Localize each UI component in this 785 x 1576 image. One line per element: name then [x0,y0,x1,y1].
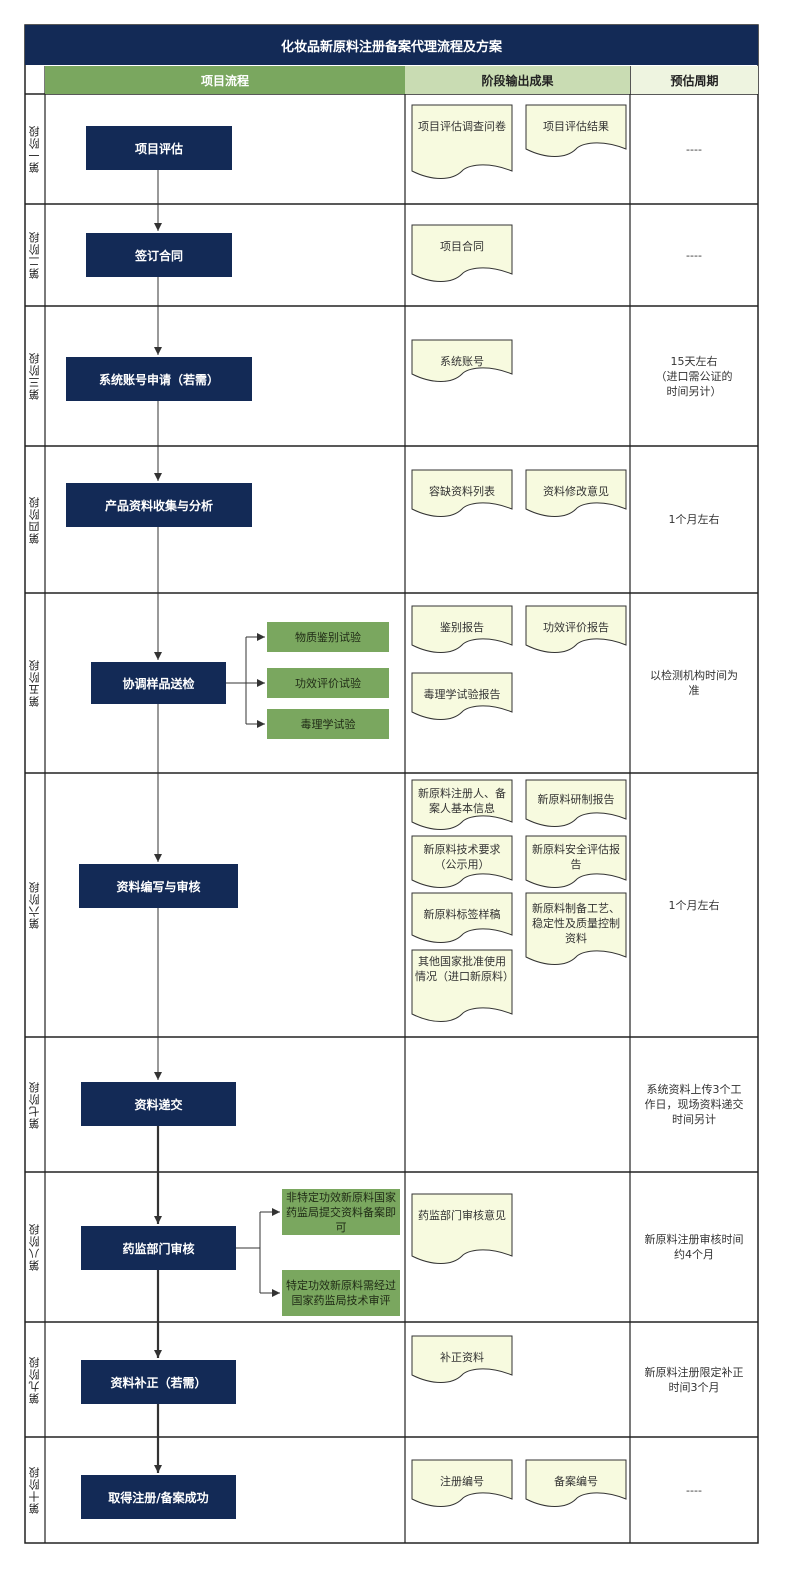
phase-label: 第七阶段 [25,1037,45,1172]
step-label: 药监部门审核 [81,1226,236,1270]
output-document [525,892,627,965]
period-value: 系统资料上传3个工 作日，现场资料递交 时间另计 [644,1083,744,1126]
output-document [411,779,513,830]
phase-label: 第六阶段 [25,773,45,1037]
period-text: 以检测机构时间为 准 [631,593,757,773]
phase-label-text: 第十阶段 [28,1466,41,1514]
period-value: 新原料注册限定补正 时间3个月 [644,1365,744,1394]
branch-label: 特定功效新原料需经过国家药监局技术审评 [282,1270,400,1316]
output-document [411,1335,513,1383]
period-text: 15天左右 （进口需公证的 时间另计） [631,306,757,446]
output-document-label: 新原料注册人、备案人基本信息 [418,787,506,815]
period-text: ---- [631,204,757,306]
output-document [411,1193,513,1264]
output-document [411,892,513,943]
phase-label: 第四阶段 [25,446,45,593]
phase-label: 第十阶段 [25,1437,45,1543]
output-document [525,605,627,653]
output-document [411,339,513,382]
period-text: 1个月左右 [631,773,757,1037]
header-output: 阶段输出成果 [405,66,630,94]
step-label: 协调样品送检 [91,662,226,704]
output-document [525,835,627,888]
output-document-label: 项目评估调查问卷 [418,120,506,133]
output-document-label: 项目评估结果 [543,120,609,133]
phase-label: 第五阶段 [25,593,45,773]
phase-label: 第三阶段 [25,306,45,446]
phase-label-text: 第三阶段 [28,352,41,400]
output-document-label: 新原料制备工艺、稳定性及质量控制资料 [532,902,620,945]
output-document [525,469,627,517]
period-text: 系统资料上传3个工 作日，现场资料递交 时间另计 [631,1037,757,1172]
output-document-label: 注册编号 [440,1475,484,1488]
phase-label: 第一阶段 [25,94,45,204]
output-document-label: 新原料研制报告 [537,793,615,806]
period-text: 新原料注册审核时间 约4个月 [631,1172,757,1322]
period-value: 以检测机构时间为 准 [650,669,738,697]
step-label: 资料编写与审核 [79,864,238,908]
period-text: 1个月左右 [631,446,757,593]
phase-label-text: 第一阶段 [28,125,41,173]
output-document-label: 备案编号 [554,1475,598,1488]
output-document [525,1459,627,1507]
output-document [411,469,513,517]
output-document-label: 药监部门审核意见 [418,1209,506,1222]
step-label: 签订合同 [86,233,232,277]
period-value: ---- [686,1483,702,1497]
output-document-label: 功效评价报告 [543,621,609,634]
page-title: 化妆品新原料注册备案代理流程及方案 [25,25,758,65]
output-document [411,1459,513,1507]
output-document-label: 资料修改意见 [543,485,609,498]
output-document [411,949,513,1022]
output-document [411,835,513,888]
step-label: 取得注册/备案成功 [81,1475,236,1519]
output-document-label: 系统账号 [440,355,484,368]
branch-label: 功效评价试验 [267,668,389,698]
period-value: ---- [686,248,702,262]
output-document-label: 新原料标签样稿 [423,908,501,921]
phase-label-text: 第八阶段 [28,1223,41,1271]
phase-label-text: 第二阶段 [28,231,41,279]
period-value: 1个月左右 [668,898,720,912]
step-label: 系统账号申请（若需） [66,357,252,401]
output-document-label: 新原料技术要求（公示用） [423,843,501,871]
period-value: 15天左右 （进口需公证的 时间另计） [655,354,733,398]
output-document-label: 其他国家批准使用情况（进口新原料） [415,955,514,983]
output-document-label: 鉴别报告 [440,621,484,634]
period-text: ---- [631,1437,757,1543]
output-document-label: 补正资料 [440,1351,484,1364]
period-text: 新原料注册限定补正 时间3个月 [631,1322,757,1437]
output-document [411,224,513,282]
period-value: ---- [686,142,702,156]
header-flow: 项目流程 [45,66,405,94]
output-document [525,104,627,157]
step-label: 资料补正（若需） [81,1360,236,1404]
step-label: 项目评估 [86,126,232,170]
phase-label-text: 第六阶段 [28,881,41,929]
output-document-label: 容缺资料列表 [429,485,495,498]
output-document-label: 毒理学试验报告 [423,688,501,701]
branch-label: 非特定功效新原料国家药监局提交资料备案即可 [282,1189,400,1235]
period-value: 1个月左右 [668,513,720,526]
phase-label-text: 第四阶段 [28,495,41,544]
output-document [411,104,513,179]
phase-label: 第九阶段 [25,1322,45,1437]
output-document [525,779,627,827]
phase-label-text: 第七阶段 [28,1080,41,1129]
period-value: 新原料注册审核时间 约4个月 [644,1233,744,1261]
phase-label-text: 第五阶段 [28,659,41,707]
phase-label-text: 第九阶段 [28,1355,41,1404]
output-document [411,672,513,720]
step-label: 产品资料收集与分析 [66,483,252,527]
phase-label: 第八阶段 [25,1172,45,1322]
phase-label: 第二阶段 [25,204,45,306]
branch-label: 毒理学试验 [267,709,389,739]
step-label: 资料递交 [81,1082,236,1126]
output-document-label: 项目合同 [440,240,484,253]
period-text: ---- [631,94,757,204]
output-document-label: 新原料安全评估报告 [532,843,620,871]
branch-label: 物质鉴别试验 [267,622,389,652]
output-document [411,605,513,653]
header-period: 预估周期 [630,66,758,94]
